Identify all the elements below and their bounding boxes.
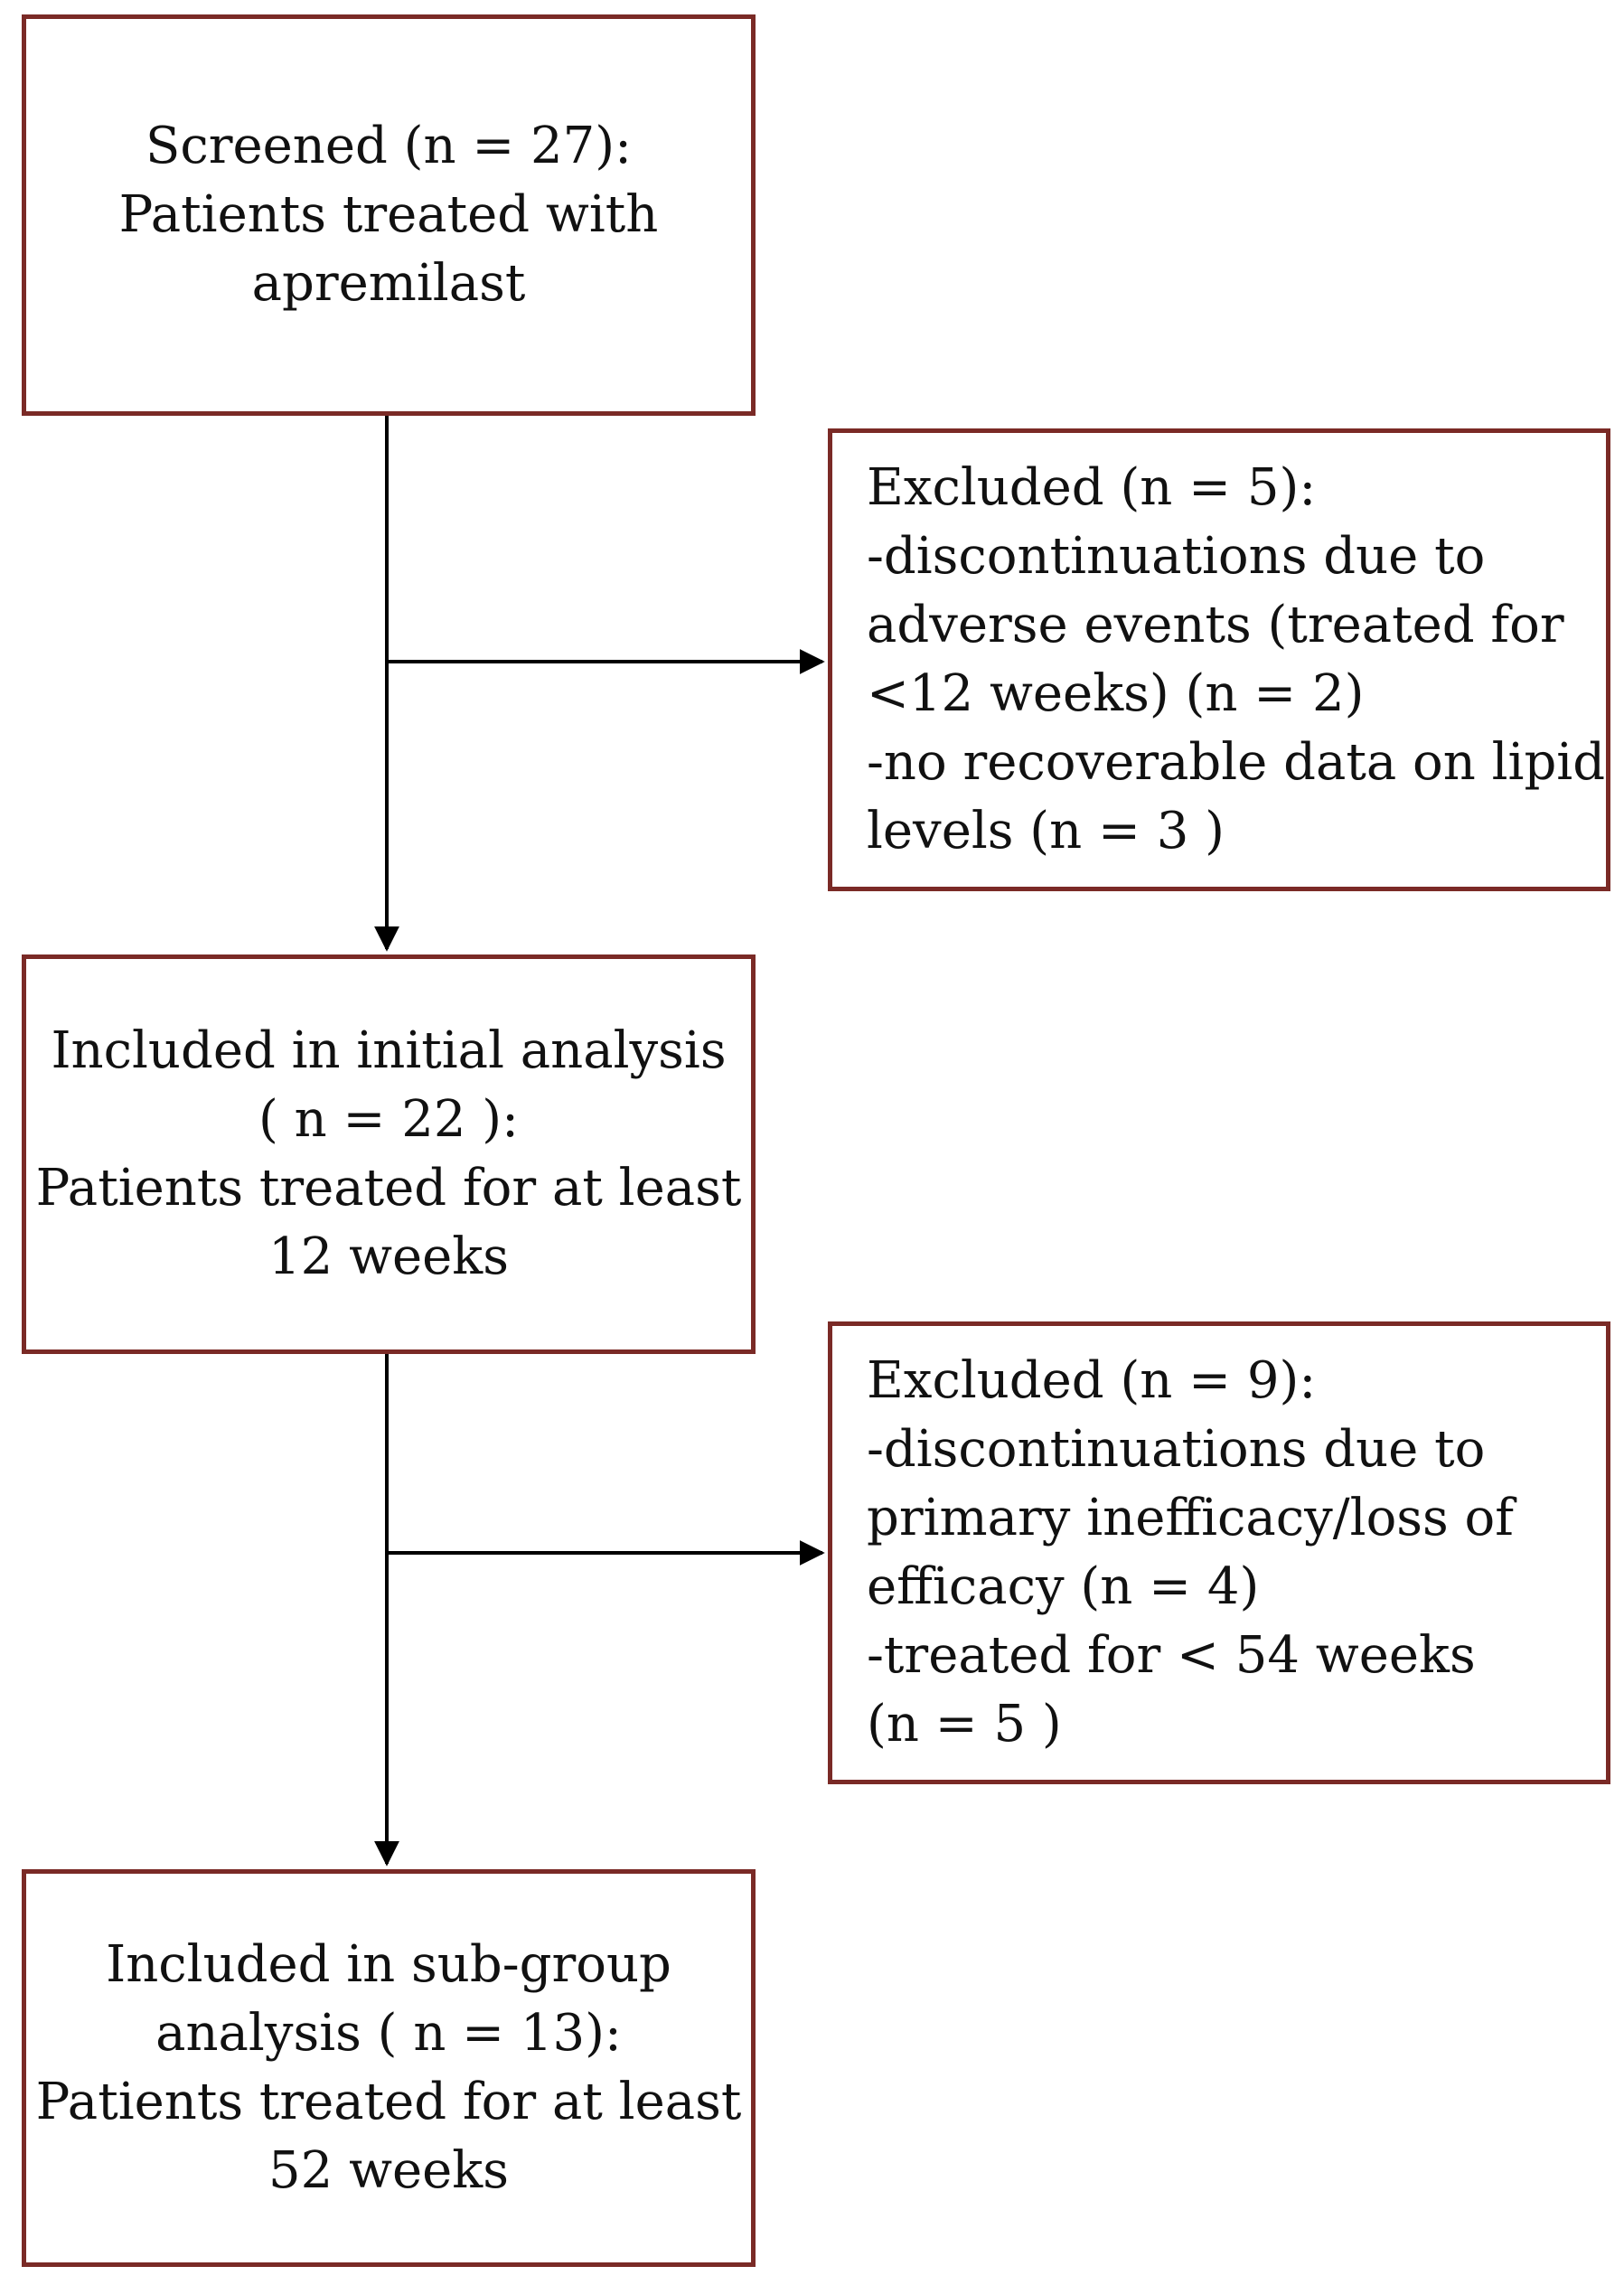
box-text-line: ( n = 22 ): [258, 1090, 519, 1149]
box-text-line: 52 weeks [268, 2141, 509, 2200]
box-text-line: levels (n = 3 ) [867, 802, 1225, 860]
box-text-line: -discontinuations due to [867, 1420, 1486, 1479]
box-text-line: -treated for < 54 weeks [867, 1626, 1476, 1685]
box-text-line: -discontinuations due to [867, 527, 1486, 586]
box-text-line: Excluded (n = 5): [867, 458, 1317, 517]
box-text-line: analysis ( n = 13): [155, 2004, 622, 2063]
box-text-line: 12 weeks [268, 1227, 509, 1286]
box-text-line: efficacy (n = 4) [867, 1557, 1260, 1616]
box-text-line: <12 weeks) (n = 2) [867, 664, 1365, 723]
box-text-line: (n = 5 ) [867, 1695, 1062, 1754]
box-text-line: apremilast [251, 254, 526, 313]
excluded-box-1: Excluded (n = 5): -discontinuations due … [828, 428, 1610, 891]
excluded-box-2: Excluded (n = 9): -discontinuations due … [828, 1321, 1610, 1784]
box-text-line: Patients treated for at least [35, 2073, 742, 2131]
box-text-line: Screened (n = 27): [145, 117, 633, 175]
box-text-line: adverse events (treated for [867, 596, 1564, 654]
included-initial-analysis-box: Included in initial analysis ( n = 22 ):… [22, 954, 756, 1354]
box-text-line: Patients treated with [118, 185, 659, 244]
box-text-line: Excluded (n = 9): [867, 1351, 1317, 1410]
box-text-line: primary inefficacy/loss of [867, 1489, 1514, 1547]
included-subgroup-analysis-box: Included in sub-group analysis ( n = 13)… [22, 1869, 756, 2267]
box-text-line: Included in sub-group [106, 1935, 671, 1994]
screened-box: Screened (n = 27): Patients treated with… [22, 14, 756, 416]
box-text-line: Included in initial analysis [51, 1021, 727, 1080]
box-text-line: Patients treated for at least [35, 1159, 742, 1218]
box-text-line: -no recoverable data on lipid [867, 733, 1606, 792]
